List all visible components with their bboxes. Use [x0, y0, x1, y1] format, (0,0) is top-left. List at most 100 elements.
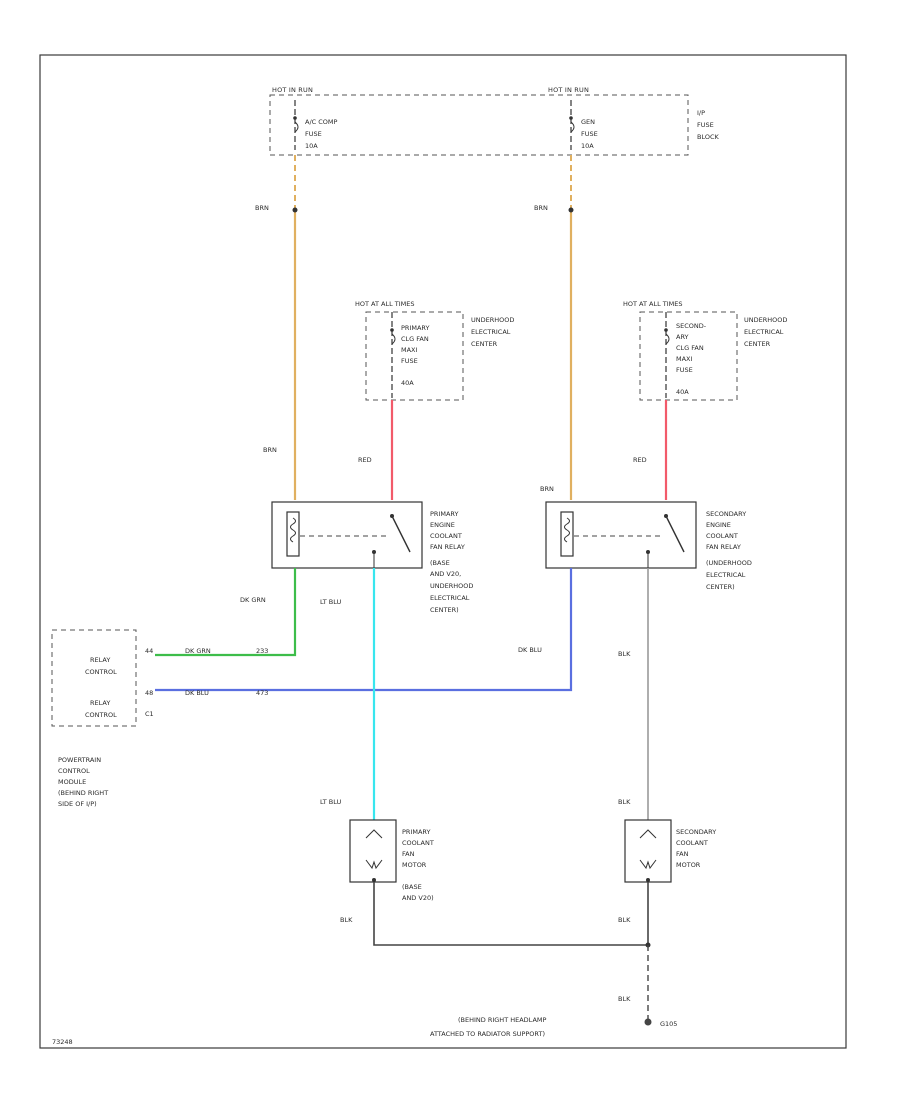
wire-label-blk-ground: BLK: [618, 995, 631, 1003]
primary-relay-l5: (BASE: [430, 559, 450, 567]
pcm-connector-c1: C1: [145, 710, 154, 718]
ground-location-l1: (BEHIND RIGHT HEADLAMP: [458, 1016, 547, 1024]
secondary-clg-fan-maxi-fuse: HOT AT ALL TIMES SECOND- ARY CLG FAN MAX…: [623, 300, 787, 401]
secondary-motor-l2: COOLANT: [676, 839, 708, 847]
secondary-motor-l3: FAN: [676, 850, 689, 858]
dk-grn-wire: DK GRN DK GRN 233: [155, 568, 297, 657]
ip-fuse-block-l1: I/P: [697, 109, 705, 117]
red-wire-right: RED: [633, 400, 668, 500]
wire-label-blk-right-lower: BLK: [618, 798, 631, 806]
pcm-relay-control-1a: RELAY: [90, 656, 110, 664]
primary-motor-l2: COOLANT: [402, 839, 434, 847]
ac-comp-fuse-l2: FUSE: [305, 130, 322, 138]
pcm-relay-control-2a: RELAY: [90, 699, 110, 707]
wire-label-dk-grn: DK GRN: [240, 596, 266, 604]
primary-relay-l3: COOLANT: [430, 532, 462, 540]
secondary-relay-l7: CENTER): [706, 583, 735, 591]
secondary-relay-l1: SECONDARY: [706, 510, 746, 518]
pcm-relay-control-2b: CONTROL: [85, 711, 117, 719]
wire-label-red-right: RED: [633, 456, 647, 464]
pcm-label-l2: CONTROL: [58, 767, 90, 775]
wire-label-dk-blu: DK BLU: [518, 646, 542, 654]
primary-relay-l4: FAN RELAY: [430, 543, 465, 551]
wire-label-pcm-dk-blu: DK BLU: [185, 689, 209, 697]
wire-label-brn-top-left: BRN: [255, 204, 269, 212]
brn-wire-right: BRN BRN: [534, 155, 574, 500]
ac-comp-fuse: A/C COMP FUSE 10A: [293, 100, 338, 150]
wire-label-red-left: RED: [358, 456, 372, 464]
primary-motor-l3: FAN: [402, 850, 415, 858]
primary-motor-l4: MOTOR: [402, 861, 427, 869]
wire-label-brn-mid-left: BRN: [263, 446, 277, 454]
wire-label-brn-top-right: BRN: [534, 204, 548, 212]
primary-fan-motor: PRIMARY COOLANT FAN MOTOR (BASE AND V20): [349, 819, 434, 902]
wire-label-blk-motor-left: BLK: [340, 916, 353, 924]
diagram-border: [39, 54, 847, 1049]
fuse-block-outline: [269, 94, 689, 156]
primary-relay-l2: ENGINE: [430, 521, 455, 529]
pcm-label-l4: (BEHIND RIGHT: [58, 789, 108, 797]
primary-clg-fan-maxi-fuse: HOT AT ALL TIMES PRIMARY CLG FAN MAXI FU…: [355, 300, 514, 401]
pcm-term-48: 48: [145, 689, 153, 697]
left-maxi-fuse-l2: CLG FAN: [401, 335, 429, 343]
right-maxi-fuse-l1: SECOND-: [676, 322, 707, 330]
pcm-label-l1: POWERTRAIN: [58, 756, 101, 764]
lt-blu-wire: LT BLU LT BLU: [320, 568, 376, 820]
right-maxi-fuse-l5: FUSE: [676, 366, 693, 374]
ground-location-l2: ATTACHED TO RADIATOR SUPPORT): [430, 1030, 545, 1038]
wire-label-brn-mid-right: BRN: [540, 485, 554, 493]
right-maxi-fuse-l6: 40A: [676, 388, 689, 396]
right-maxi-fuse-l4: MAXI: [676, 355, 693, 363]
wire-label-pcm-dk-grn-pin: 233: [256, 647, 268, 655]
right-underhood-center-l2: ELECTRICAL: [744, 328, 784, 336]
ip-fuse-block-l2: FUSE: [697, 121, 714, 129]
gen-fuse-l3: 10A: [581, 142, 594, 150]
wire-label-blk-right-upper: BLK: [618, 650, 631, 658]
secondary-fan-relay: SECONDARY ENGINE COOLANT FAN RELAY (UNDE…: [545, 501, 752, 591]
ground-wiring: BLK BLK BLK G105 (BEHIND RIGHT HEADLAMP …: [340, 882, 677, 1038]
ip-fuse-block-l3: BLOCK: [697, 133, 720, 141]
ip-fuse-block: HOT IN RUN HOT IN RUN A/C COMP FUSE 10A …: [269, 86, 720, 156]
primary-motor-l1: PRIMARY: [402, 828, 431, 836]
secondary-fan-motor: SECONDARY COOLANT FAN MOTOR: [624, 819, 716, 883]
brn-wire-left: BRN BRN: [255, 155, 298, 500]
wire-label-blk-motor-right: BLK: [618, 916, 631, 924]
right-underhood-center-l3: CENTER: [744, 340, 771, 348]
secondary-relay-l5: (UNDERHOOD: [706, 559, 752, 567]
secondary-relay-l6: ELECTRICAL: [706, 571, 746, 579]
left-underhood-center-l1: UNDERHOOD: [471, 316, 514, 324]
right-maxi-fuse-l3: CLG FAN: [676, 344, 704, 352]
wire-label-lt-blu-lower: LT BLU: [320, 798, 342, 806]
wire-label-pcm-dk-grn: DK GRN: [185, 647, 211, 655]
secondary-motor-l1: SECONDARY: [676, 828, 716, 836]
secondary-motor-l4: MOTOR: [676, 861, 701, 869]
left-maxi-fuse-l1: PRIMARY: [401, 324, 430, 332]
right-underhood-center-l1: UNDERHOOD: [744, 316, 787, 324]
ac-comp-fuse-l1: A/C COMP: [305, 118, 338, 126]
secondary-relay-l2: ENGINE: [706, 521, 731, 529]
ground-id: G105: [660, 1020, 677, 1028]
hot-at-all-times-left: HOT AT ALL TIMES: [355, 300, 415, 308]
primary-relay-l6: AND V20,: [430, 570, 461, 578]
powertrain-control-module: RELAY CONTROL RELAY CONTROL 44 48 C1 POW…: [51, 629, 154, 808]
left-underhood-center-l3: CENTER: [471, 340, 498, 348]
left-maxi-fuse-l3: MAXI: [401, 346, 418, 354]
right-maxi-fuse-l2: ARY: [676, 333, 689, 341]
gen-fuse-l1: GEN: [581, 118, 595, 126]
pcm-relay-control-1b: CONTROL: [85, 668, 117, 676]
left-maxi-fuse-l4: FUSE: [401, 357, 418, 365]
primary-relay-l7: UNDERHOOD: [430, 582, 473, 590]
primary-relay-l1: PRIMARY: [430, 510, 459, 518]
hot-in-run-left: HOT IN RUN: [272, 86, 313, 94]
primary-motor-l5: (BASE: [402, 883, 422, 891]
gen-fuse-l2: FUSE: [581, 130, 598, 138]
secondary-relay-l3: COOLANT: [706, 532, 738, 540]
primary-relay-l9: CENTER): [430, 606, 459, 614]
dk-blu-wire: DK BLU DK BLU 473: [155, 568, 573, 697]
pcm-label-l5: SIDE OF I/P): [58, 800, 97, 808]
ac-comp-fuse-l3: 10A: [305, 142, 318, 150]
primary-relay-l8: ELECTRICAL: [430, 594, 470, 602]
primary-motor-l6: AND V20): [402, 894, 434, 902]
pcm-label-l3: MODULE: [58, 778, 86, 786]
blk-wire-secondary: BLK BLK: [618, 568, 649, 820]
